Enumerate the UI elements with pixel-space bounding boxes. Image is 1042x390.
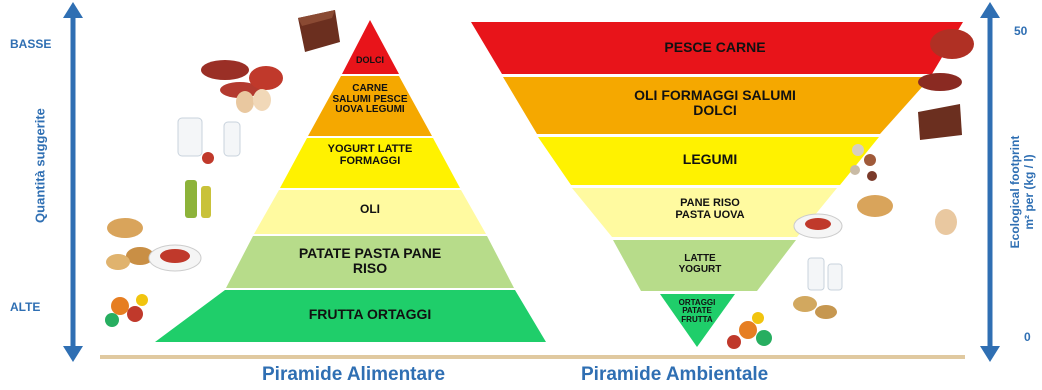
right-axis-arrow: [980, 2, 1000, 362]
env-tier-6: [660, 294, 735, 347]
food-tier-1: [342, 20, 399, 74]
env-tier-4-label: PANE RISO PASTA UOVA: [675, 197, 745, 221]
food-tier-2: [308, 76, 432, 136]
env-tier-2: [503, 77, 931, 134]
left-axis-title: Quantità suggerite: [32, 108, 48, 223]
environmental-pyramid-caption: Piramide Ambientale: [581, 364, 769, 385]
left-axis-top-label: BASSE: [10, 37, 52, 51]
env-tier-3: [538, 137, 879, 185]
food-tier-4-label: OLI: [360, 202, 380, 216]
env-tier-1-label: PESCE CARNE: [664, 39, 766, 55]
env-tier-5-label: LATTE YOGURT: [678, 253, 722, 275]
right-axis-top-value: 50: [1014, 24, 1028, 38]
env-tier-3-label: LEGUMI: [682, 151, 738, 167]
bread-image: [106, 218, 154, 270]
steak-image-right: [930, 29, 974, 59]
food-tier-3-label: YOGURT LATTE FORMAGGI: [327, 143, 413, 167]
cake-slice-image-right: [918, 104, 962, 140]
food-tier-4: [254, 190, 486, 234]
potatoes-image: [793, 296, 837, 319]
pasta-plate-image: [148, 244, 202, 272]
fruit-vegetables-image: [105, 294, 148, 327]
olive-oil-bottles-image: [185, 180, 211, 218]
food-tier-1-label: DOLCI: [356, 55, 384, 65]
environmental-pyramid: [471, 22, 963, 347]
left-axis-bottom-label: ALTE: [10, 300, 41, 314]
food-tier-6-label: FRUTTA ORTAGGI: [308, 306, 432, 322]
right-axis-title-line2: m² per (kg / l): [1022, 154, 1036, 230]
beans-image: [850, 144, 877, 181]
food-tier-5-label: PATATE PASTA PANE RISO: [298, 245, 442, 276]
pasta-plate-image-right: [793, 213, 843, 239]
right-axis-title-line1: Ecological footprint: [1008, 135, 1022, 249]
milk-bottles-image: [177, 117, 241, 164]
steak-image: [249, 66, 283, 90]
left-axis-arrow: [63, 2, 83, 362]
env-tier-4: [572, 188, 837, 237]
env-tier-1: [471, 22, 963, 74]
food-tier-3: [280, 138, 460, 188]
fruit-vegetables-image-right: [727, 312, 772, 349]
cake-slice-image: [298, 10, 340, 52]
eggs-image: [236, 89, 271, 113]
food-tier-6: [155, 290, 546, 342]
salami-image-right: [918, 73, 962, 91]
env-tier-5: [613, 240, 796, 291]
bread-image-right: [857, 195, 893, 217]
food-tier-5: [226, 236, 514, 288]
food-pyramid: [155, 20, 546, 342]
milk-bottles-image-right: [807, 257, 843, 291]
env-tier-6-label: ORTAGGI PATATE FRUTTA: [678, 298, 716, 324]
food-tier-2-label: CARNE SALUMI PESCE UOVA LEGUMI: [332, 83, 408, 115]
food-pyramid-caption: Piramide Alimentare: [262, 364, 446, 385]
right-axis-bottom-value: 0: [1024, 330, 1031, 344]
env-tier-2-label: OLI FORMAGGI SALUMI DOLCI: [634, 87, 796, 118]
eggs-image-right: [935, 209, 957, 235]
